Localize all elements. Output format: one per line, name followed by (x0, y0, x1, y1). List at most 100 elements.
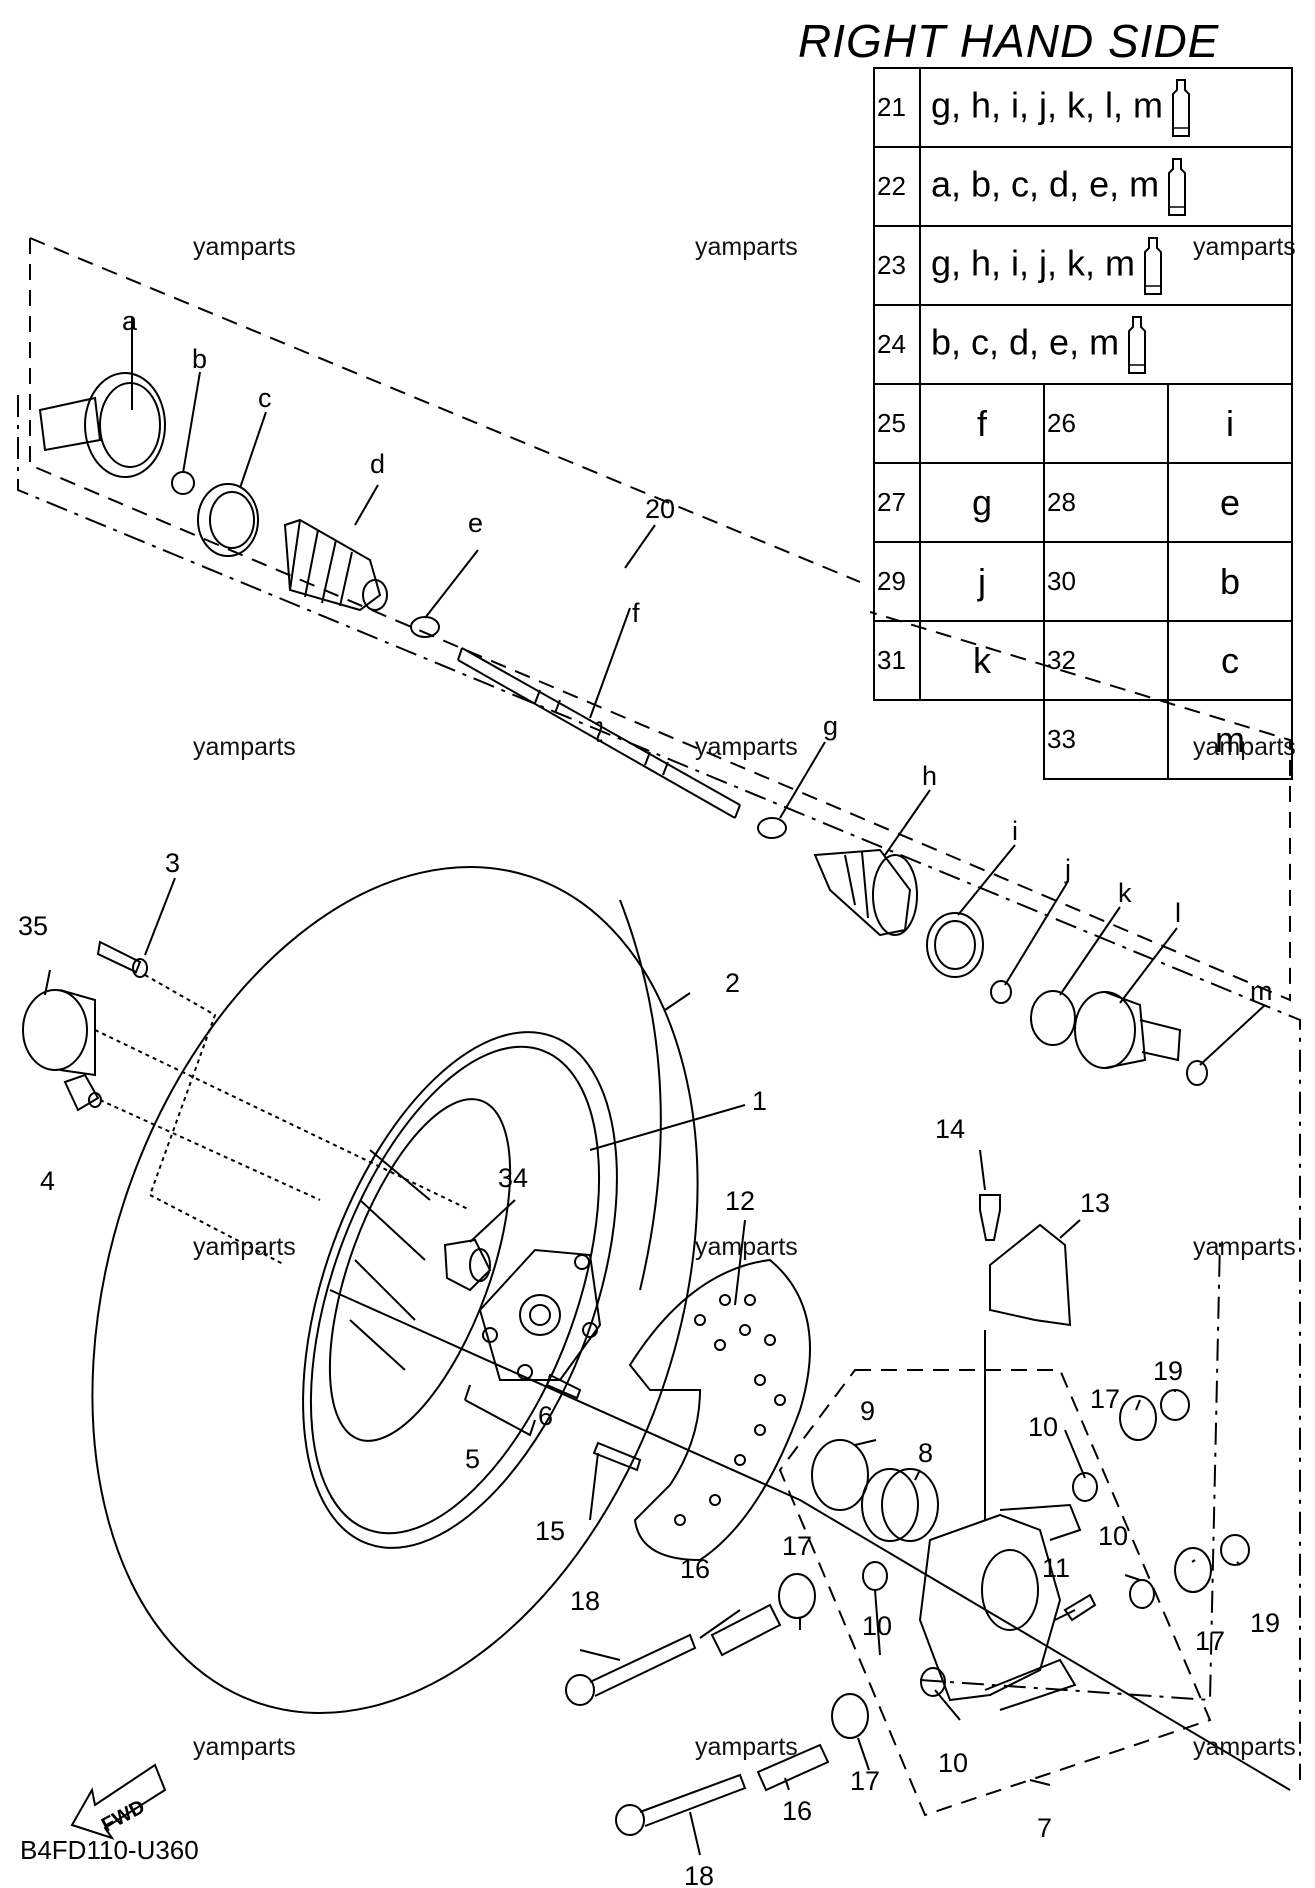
part-number: 26 (1043, 383, 1169, 464)
circlip-9-part (811, 1439, 869, 1511)
kit-row: 22 a, b, c, d, e, m (873, 146, 1293, 227)
callout-10c: 10 (1098, 1521, 1128, 1551)
watermark: yamparts (193, 1233, 296, 1261)
kit-number: 24 (873, 304, 921, 385)
part-number: 25 (873, 383, 921, 464)
kit-number: 23 (873, 225, 921, 306)
callout-i: i (1012, 816, 1018, 846)
part-number: 31 (873, 620, 921, 701)
bearing-part (861, 1468, 939, 1542)
pair-row: 27 g 28 e (873, 462, 1293, 543)
part-letter: b (1167, 541, 1293, 622)
callout-1: 1 (752, 1086, 767, 1116)
fwd-arrow-icon (70, 1763, 167, 1840)
callout-h: h (922, 761, 937, 791)
callout-a: a (122, 306, 138, 336)
single-row: 33 m (874, 699, 1293, 780)
callout-k: k (1118, 878, 1132, 908)
part-letter: f (919, 383, 1045, 464)
callout-8: 8 (918, 1438, 933, 1468)
callout-g: g (823, 711, 838, 741)
watermark: yamparts (193, 1733, 296, 1761)
nut-19b-part (1220, 1534, 1250, 1566)
band-i-part (926, 912, 984, 978)
knuckle-group-outline (778, 1369, 1212, 1817)
grease-tube-icon (1144, 236, 1163, 295)
bolt-18a-part (565, 1633, 697, 1706)
callout-16b: 16 (782, 1796, 812, 1826)
callout-17d: 17 (850, 1766, 880, 1796)
bushing-17c-part (1174, 1547, 1212, 1593)
part-number: 28 (1043, 462, 1169, 543)
callout-34: 34 (498, 1163, 528, 1193)
shaft-f-part (457, 647, 741, 819)
nut-19a-part (1160, 1389, 1190, 1421)
part-letter: e (1167, 462, 1293, 543)
hub-cap-part (22, 989, 96, 1077)
callout-6: 6 (538, 1401, 553, 1431)
hub-nut-part (443, 1238, 492, 1292)
callout-18a: 18 (570, 1586, 600, 1616)
callout-18b: 18 (684, 1861, 714, 1888)
kit-contents: g, h, i, j, k, m (919, 225, 1293, 306)
callout-35: 35 (18, 911, 48, 941)
watermark: yamparts (193, 233, 296, 261)
kit-reference-table: 21 g, h, i, j, k, l, m 22 a, b, c, d, e,… (873, 67, 1293, 780)
callout-10b: 10 (862, 1611, 892, 1641)
bolt-15-part (592, 1441, 642, 1472)
callout-12: 12 (725, 1186, 755, 1216)
circlip-m-part (1186, 1060, 1208, 1086)
part-letter: m (1167, 699, 1293, 780)
kit-number: 22 (873, 146, 921, 227)
kit-row: 23 g, h, i, j, k, m (873, 225, 1293, 306)
boot-d-part (283, 518, 388, 612)
drawing-code: B4FD110-U360 (20, 1835, 199, 1865)
assembly-line-hub (919, 1239, 1221, 1702)
part-letter: c (1167, 620, 1293, 701)
watermark: yamparts (1193, 1733, 1296, 1761)
bushing-10b-part (862, 1561, 888, 1591)
tire-part (91, 866, 699, 1714)
kit-row: 21 g, h, i, j, k, l, m (873, 67, 1293, 148)
hub-part (464, 1248, 602, 1437)
callout-15: 15 (535, 1516, 565, 1546)
fwd-label: FWD (98, 1796, 149, 1837)
pair-row: 31 k 32 c (873, 620, 1293, 701)
bushing-17b-part (778, 1573, 816, 1619)
callout-10a: 10 (1028, 1412, 1058, 1442)
callout-e: e (468, 508, 483, 538)
ring-k-part (1030, 990, 1076, 1046)
callout-17a: 17 (1090, 1384, 1120, 1414)
pair-row: 29 j 30 b (873, 541, 1293, 622)
cv-joint-outer-part (38, 372, 166, 478)
collar-16b-part (756, 1743, 830, 1792)
kit-contents: b, c, d, e, m (919, 304, 1293, 385)
part-letter: g (919, 462, 1045, 543)
valve-part (96, 940, 148, 978)
kit-contents: a, b, c, d, e, m (919, 146, 1293, 227)
band-g-part (757, 817, 787, 839)
callout-4: 4 (40, 1166, 55, 1196)
callout-17c: 17 (1195, 1626, 1225, 1656)
bushing-10d-part (920, 1667, 946, 1697)
callout-13: 13 (1080, 1188, 1110, 1218)
callout-l: l (1175, 898, 1181, 928)
kit-letters: g, h, i, j, k, l, m (931, 84, 1164, 126)
kit-letters: b, c, d, e, m (931, 321, 1120, 363)
callout-j: j (1064, 854, 1071, 884)
bushing-10c-part (1129, 1579, 1155, 1609)
callout-19a: 19 (1153, 1356, 1183, 1386)
watermark: yamparts (695, 1233, 798, 1261)
blank-cell (874, 700, 920, 779)
grease-tube-icon (1168, 157, 1187, 216)
part-letter: j (919, 541, 1045, 622)
callout-b: b (192, 344, 207, 374)
callout-c: c (258, 383, 272, 413)
callout-10d: 10 (938, 1748, 968, 1778)
kit-number: 21 (873, 67, 921, 148)
callout-17b: 17 (782, 1531, 812, 1561)
grease-nipple-part (1063, 1593, 1097, 1622)
part-number: 30 (1043, 541, 1169, 622)
knuckle-part (918, 1503, 1082, 1711)
